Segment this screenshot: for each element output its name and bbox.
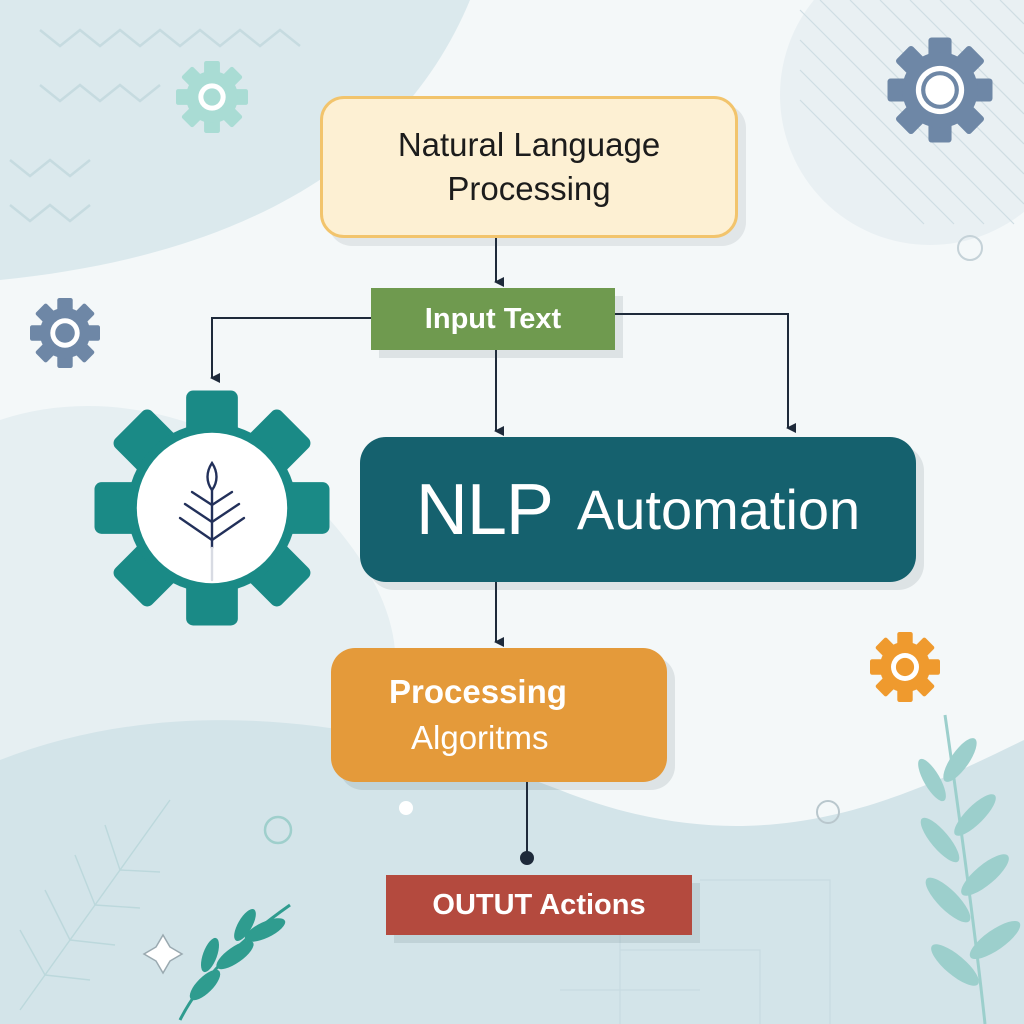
gear-icon	[870, 632, 940, 702]
input-text-box: Input Text	[371, 288, 615, 350]
leaf-icon	[178, 903, 291, 1021]
sparkle-icon	[142, 933, 184, 975]
input-text-label: Input Text	[424, 302, 562, 335]
gear-icon	[30, 298, 100, 368]
processing-line-1: Processing	[389, 673, 567, 710]
connector-dot	[520, 851, 534, 865]
output-actions-box: OUTUT Actions	[386, 875, 692, 935]
decor-circle	[816, 800, 840, 824]
bottom-blob	[0, 720, 1024, 1024]
title-line-1: Natural Language	[397, 126, 661, 163]
arrow-input-to-gear	[210, 317, 371, 383]
automation-word-1: NLP	[415, 469, 554, 550]
natural-language-processing-box: Natural Language Processing	[320, 96, 738, 238]
fern-leaf-icon	[19, 799, 171, 1011]
gear-icon	[887, 37, 993, 143]
plant-icon	[178, 460, 246, 582]
leaf-icon	[918, 714, 1021, 1024]
decor-dot	[399, 801, 413, 815]
arrow-input-to-right	[615, 313, 796, 433]
top-left-blob	[0, 0, 470, 280]
automation-word-2: Automation	[576, 478, 861, 541]
wave-lines	[9, 28, 301, 223]
title-line-2: Processing	[447, 170, 611, 207]
nlp-automation-box: NLP Automation	[360, 437, 916, 582]
decor-circle	[957, 235, 983, 261]
processing-line-2: Algoritms	[411, 719, 549, 756]
gear-icon	[176, 61, 248, 133]
decor-circle	[263, 815, 293, 845]
output-actions-label: OUTUT Actions	[432, 888, 646, 921]
processing-algorithms-box: Processing Algoritms	[331, 648, 667, 782]
